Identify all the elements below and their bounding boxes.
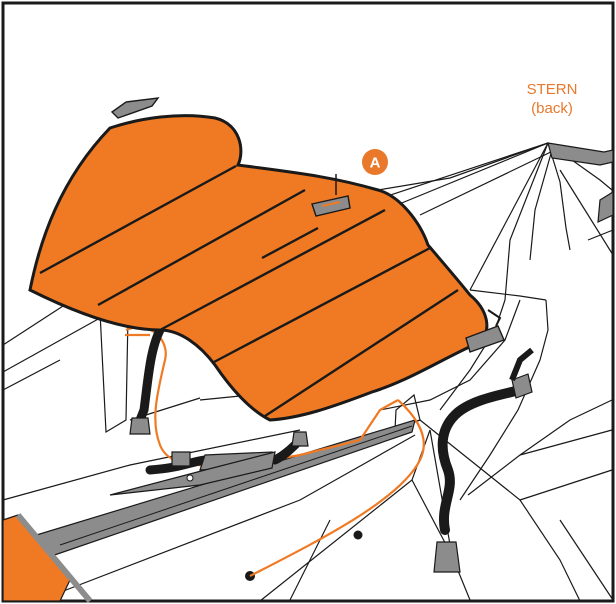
label-tab-a (311, 195, 351, 217)
stern-label: STERN (back) (502, 80, 602, 118)
bow-panel (2, 513, 93, 603)
buckle-icon (171, 451, 191, 467)
callout-a-badge: A (335, 149, 388, 195)
floor-hole (353, 530, 363, 540)
stern-label-line2: (back) (531, 100, 573, 117)
buckle-icon (433, 541, 461, 573)
seat-cushion (28, 114, 489, 422)
seat-clip (110, 97, 160, 119)
stern-label-line1: STERN (526, 81, 578, 98)
callout-a-letter: A (370, 155, 381, 172)
seat-clip (465, 325, 505, 353)
seat-seams (39, 164, 459, 418)
buckle-icon (129, 417, 151, 435)
seat-straps (109, 325, 534, 573)
stern-rails (547, 142, 614, 223)
